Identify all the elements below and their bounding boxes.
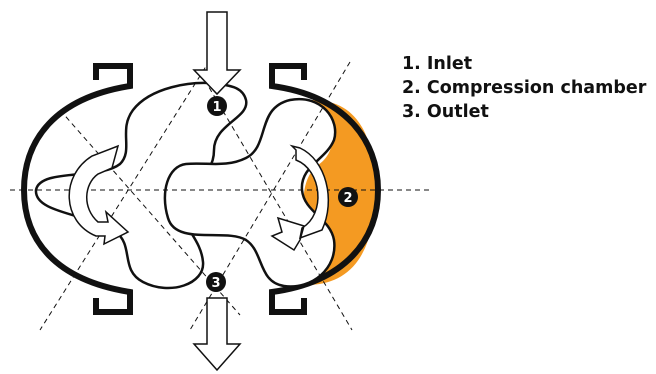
legend: 1. Inlet 2. Compression chamber 3. Outle… bbox=[402, 52, 646, 124]
outlet-arrow-icon bbox=[192, 297, 242, 372]
marker-inlet: 1 bbox=[207, 96, 227, 116]
rotation-arrow-icon bbox=[270, 144, 330, 252]
inlet-arrow-icon bbox=[192, 11, 242, 96]
legend-number: 3. bbox=[402, 102, 421, 122]
left-rotor bbox=[34, 81, 248, 290]
marker-label: 1 bbox=[212, 100, 221, 115]
legend-label: Outlet bbox=[426, 102, 489, 122]
legend-number: 2. bbox=[402, 78, 421, 98]
legend-item: 1. Inlet bbox=[402, 52, 646, 76]
marker-compression-chamber: 2 bbox=[338, 187, 358, 207]
marker-label: 3 bbox=[211, 276, 220, 291]
legend-item: 3. Outlet bbox=[402, 100, 646, 124]
rotation-arrow-icon bbox=[68, 144, 130, 246]
legend-number: 1. bbox=[402, 54, 421, 74]
marker-outlet: 3 bbox=[206, 272, 226, 292]
legend-label: Inlet bbox=[426, 54, 473, 74]
marker-label: 2 bbox=[343, 191, 352, 206]
legend-item: 2. Compression chamber bbox=[402, 76, 646, 100]
legend-label: Compression chamber bbox=[426, 78, 647, 98]
